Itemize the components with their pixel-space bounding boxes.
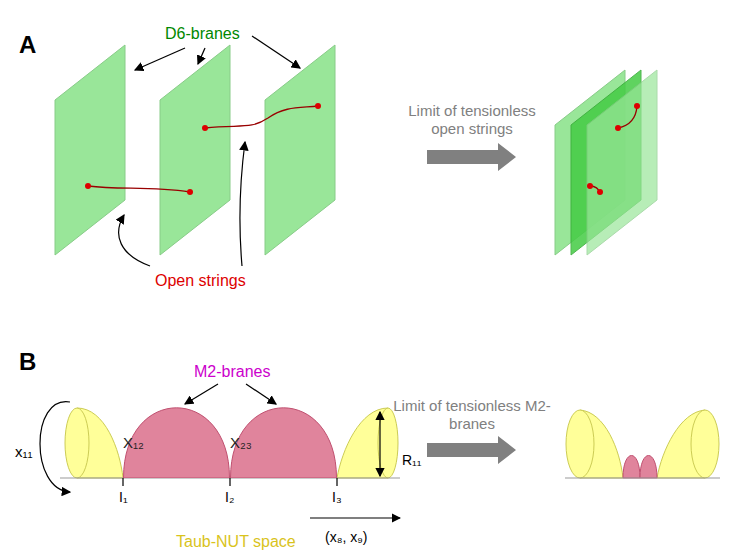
dome-label: X₁₂: [123, 434, 144, 451]
coordinate-label: x₁₁: [15, 443, 33, 461]
string-label: Open strings: [155, 271, 246, 290]
small-m2-domes: [623, 456, 657, 479]
limit-label: Limit of tensionless open strings: [392, 102, 552, 138]
d6-planes: [55, 45, 335, 255]
base-line: [565, 478, 720, 479]
open-strings: [88, 106, 318, 192]
string-ends: [587, 103, 640, 195]
point-label: I₃: [332, 489, 342, 506]
short-strings: [590, 106, 637, 192]
stacked-planes: [555, 70, 657, 255]
limit-arrow: [427, 436, 516, 464]
m2-dome: X₁₂: [123, 406, 230, 478]
point-label: I₂: [225, 489, 234, 506]
pointer-arrows: [119, 36, 300, 266]
limit-label: Limit of tensionless M2-branes: [392, 397, 552, 433]
radius-label: R₁₁: [402, 452, 422, 469]
m2-dome: X₂₃: [230, 406, 337, 478]
taub-nut-caps: [65, 408, 719, 478]
dome-label: X₂₃: [230, 434, 252, 451]
panel-letter: B: [19, 348, 36, 377]
panel-letter: A: [19, 31, 36, 60]
brane-label: M2-branes: [194, 362, 270, 381]
pointer-arrows: [40, 384, 400, 518]
limit-arrow: [427, 143, 516, 171]
point-label: I₁: [119, 489, 128, 506]
space-label: Taub-NUT space: [176, 532, 296, 551]
string-ends: [85, 103, 321, 195]
brane-label: D6-branes: [165, 24, 240, 43]
coordinate-label: (x₈, x₉): [325, 529, 367, 546]
